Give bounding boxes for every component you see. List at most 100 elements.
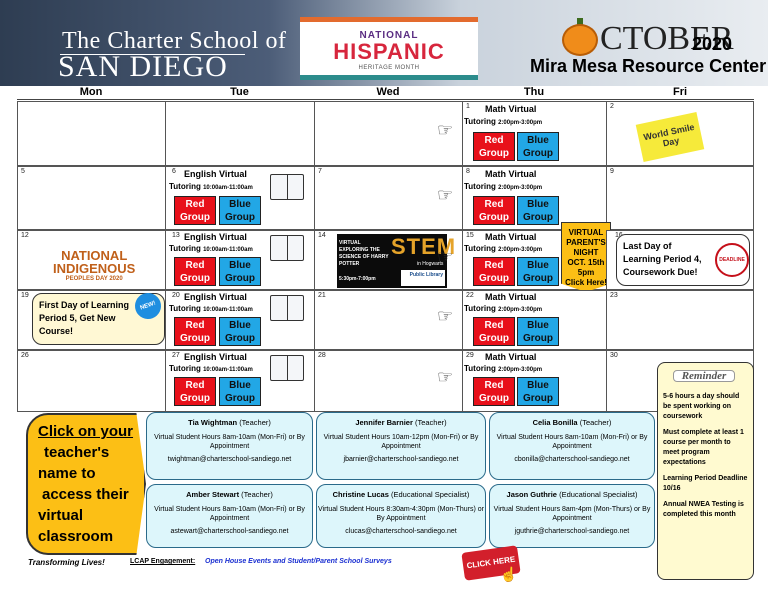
parents-night-link[interactable]: Click Here! bbox=[565, 278, 607, 287]
book-icon bbox=[270, 174, 304, 200]
hispanic-word: HISPANIC bbox=[333, 39, 445, 64]
date-number: 26 bbox=[21, 352, 29, 359]
teacher-card-barnier[interactable]: Jennifer Barnier (Teacher) Virtual Stude… bbox=[316, 412, 486, 480]
pointing-hand-icon: ☞ bbox=[437, 247, 454, 267]
date-number: 21 bbox=[318, 292, 326, 299]
teacher-name[interactable]: Jennifer Barnier bbox=[355, 418, 413, 427]
stem-time: 5:30pm-7:00pm bbox=[339, 276, 376, 282]
teacher-name-link[interactable]: Amber Stewart (Teacher) bbox=[147, 490, 312, 499]
red-group-button[interactable]: Red Group bbox=[473, 257, 515, 286]
blue-group-button[interactable]: Blue Group bbox=[219, 377, 261, 406]
pointing-hand-icon: ☞ bbox=[437, 120, 454, 140]
teacher-card-bonilla[interactable]: Celia Bonilla (Teacher) Virtual Student … bbox=[489, 412, 655, 480]
blue-group-button[interactable]: Blue Group bbox=[517, 132, 559, 161]
deadline-stamp: DEADLINE bbox=[715, 243, 749, 277]
teacher-name-link[interactable]: Christine Lucas (Educational Specialist) bbox=[317, 490, 485, 499]
calendar-cell-oct-29: 29 Math Virtual Tutoring 2:00pm-3:00pm R… bbox=[462, 350, 607, 412]
stem-title: STEM bbox=[391, 234, 457, 259]
teacher-email[interactable]: twightman@charterschool-sandiego.net bbox=[167, 456, 292, 463]
blue-group-button[interactable]: Blue Group bbox=[219, 257, 261, 286]
date-number: 5 bbox=[21, 168, 25, 175]
calendar-cell-empty bbox=[314, 101, 463, 166]
teacher-name[interactable]: Amber Stewart bbox=[186, 490, 240, 499]
teacher-name-link[interactable]: Celia Bonilla (Teacher) bbox=[490, 418, 654, 427]
click-line-5: virtual bbox=[38, 507, 84, 524]
reminder-hours: 5-6 hours a day should be spent working … bbox=[663, 393, 740, 420]
calendar-cell-oct-12: 12 NATIONAL INDIGENOUS PEOPLES DAY 2020 bbox=[17, 230, 166, 290]
date-number: 27 bbox=[172, 352, 180, 359]
red-group-button[interactable]: Red Group bbox=[174, 377, 216, 406]
blue-group-button[interactable]: Blue Group bbox=[517, 377, 559, 406]
blue-group-button[interactable]: Blue Group bbox=[219, 196, 261, 225]
red-group-button[interactable]: Red Group bbox=[473, 317, 515, 346]
center-title: Mira Mesa Resource Center bbox=[530, 56, 767, 76]
teacher-email[interactable]: astewart@charterschool-sandiego.net bbox=[170, 528, 289, 535]
tutoring-text: Tutoring bbox=[169, 244, 201, 253]
tutoring-label: Tutoring 2:00pm-3:00pm bbox=[464, 304, 542, 313]
teacher-name-link[interactable]: Jason Guthrie (Educational Specialist) bbox=[490, 490, 654, 499]
lcap-events-link[interactable]: Open House Events and Student/Parent Sch… bbox=[205, 558, 392, 565]
stem-hogwarts-event[interactable]: VIRTUAL EXPLORING THE SCIENCE OF HARRY P… bbox=[337, 234, 455, 288]
indigenous-line2: INDIGENOUS bbox=[53, 261, 136, 276]
blue-group-button[interactable]: Blue Group bbox=[219, 317, 261, 346]
day-header-wed: Wed bbox=[314, 86, 462, 100]
tutoring-text: Tutoring bbox=[169, 182, 201, 191]
red-group-button[interactable]: Red Group bbox=[174, 317, 216, 346]
red-group-button[interactable]: Red Group bbox=[174, 257, 216, 286]
teacher-card-stewart[interactable]: Amber Stewart (Teacher) Virtual Student … bbox=[146, 484, 313, 548]
teacher-name-link[interactable]: Tia Wightman (Teacher) bbox=[147, 418, 312, 427]
year-title: 2020 bbox=[692, 34, 733, 54]
teacher-name[interactable]: Jason Guthrie bbox=[506, 490, 557, 499]
teacher-hours: Virtual Student Hours 8am-4pm (Mon-Thurs… bbox=[493, 506, 651, 522]
blue-group-button[interactable]: Blue Group bbox=[517, 196, 559, 225]
teacher-email[interactable]: jbarnier@charterschool-sandiego.net bbox=[343, 456, 459, 463]
teacher-role: (Teacher) bbox=[241, 490, 273, 499]
teacher-role: (Teacher) bbox=[239, 418, 271, 427]
teacher-hours: Virtual Student Hours 8am-10am (Mon-Fri)… bbox=[154, 434, 305, 450]
date-number: 22 bbox=[466, 292, 474, 299]
indigenous-line3: PEOPLES DAY 2020 bbox=[65, 276, 123, 282]
english-time: 10:00am-11:00am bbox=[203, 185, 253, 191]
teacher-card-guthrie[interactable]: Jason Guthrie (Educational Specialist) V… bbox=[489, 484, 655, 548]
reminder-title: Reminder bbox=[673, 370, 735, 382]
reminder-nwea: Annual NWEA Testing is completed this mo… bbox=[663, 501, 744, 518]
click-line-2: teacher's bbox=[44, 444, 110, 461]
hispanic-month: HERITAGE MONTH bbox=[358, 65, 420, 71]
blue-group-button[interactable]: Blue Group bbox=[517, 257, 559, 286]
math-session-title: Math Virtual bbox=[485, 169, 537, 179]
teacher-email[interactable]: clucas@charterschool-sandiego.net bbox=[345, 528, 457, 535]
parents-night-time: 5pm bbox=[577, 268, 595, 277]
calendar-cell-oct-14: 14 VIRTUAL EXPLORING THE SCIENCE OF HARR… bbox=[314, 230, 463, 290]
teacher-name[interactable]: Christine Lucas bbox=[332, 490, 389, 499]
teacher-card-wightman[interactable]: Tia Wightman (Teacher) Virtual Student H… bbox=[146, 412, 313, 480]
blue-group-button[interactable]: Blue Group bbox=[517, 317, 559, 346]
world-smile-day-sticker: World Smile Day bbox=[635, 111, 705, 163]
reminder-course: Must complete at least 1 course per mont… bbox=[663, 429, 744, 466]
teacher-email[interactable]: jguthrie@charterschool-sandiego.net bbox=[514, 528, 630, 535]
red-group-button[interactable]: Red Group bbox=[174, 196, 216, 225]
click-line-3: name to bbox=[38, 465, 96, 482]
calendar-cell-oct-5: 5 bbox=[17, 166, 166, 230]
teacher-role: (Teacher) bbox=[414, 418, 447, 427]
tutoring-label: Tutoring 2:00pm-3:00pm bbox=[464, 244, 542, 253]
parents-night-date: OCT. 15th bbox=[567, 258, 605, 267]
red-group-button[interactable]: Red Group bbox=[473, 196, 515, 225]
calendar-cell-oct-6: 6 English Virtual Tutoring 10:00am-11:00… bbox=[165, 166, 315, 230]
calendar-cell-empty bbox=[17, 101, 166, 166]
teacher-card-lucas[interactable]: Christine Lucas (Educational Specialist)… bbox=[316, 484, 486, 548]
pumpkin-stem-icon bbox=[577, 18, 583, 26]
teacher-name[interactable]: Celia Bonilla bbox=[532, 418, 578, 427]
tutoring-label: Tutoring 10:00am-11:00am bbox=[169, 364, 253, 373]
english-session-title: English Virtual bbox=[184, 352, 247, 362]
english-time: 10:00am-11:00am bbox=[203, 247, 253, 253]
teacher-email[interactable]: cbonilla@charterschool-sandiego.net bbox=[514, 456, 630, 463]
school-name-line1: The Charter School of bbox=[62, 28, 287, 54]
red-group-button[interactable]: Red Group bbox=[473, 377, 515, 406]
teacher-name[interactable]: Tia Wightman bbox=[188, 418, 238, 427]
teacher-name-link[interactable]: Jennifer Barnier (Teacher) bbox=[317, 418, 485, 427]
calendar-cell-oct-22: 22 Math Virtual Tutoring 2:00pm-3:00pm R… bbox=[462, 290, 607, 350]
calendar-cell-oct-13: 13 English Virtual Tutoring 10:00am-11:0… bbox=[165, 230, 315, 290]
red-group-button[interactable]: Red Group bbox=[473, 132, 515, 161]
calendar-cell-oct-21: 21 bbox=[314, 290, 463, 350]
parents-night-banner[interactable]: VIRTUAL PARENT'S NIGHT OCT. 15th 5pm Cli… bbox=[561, 222, 611, 292]
